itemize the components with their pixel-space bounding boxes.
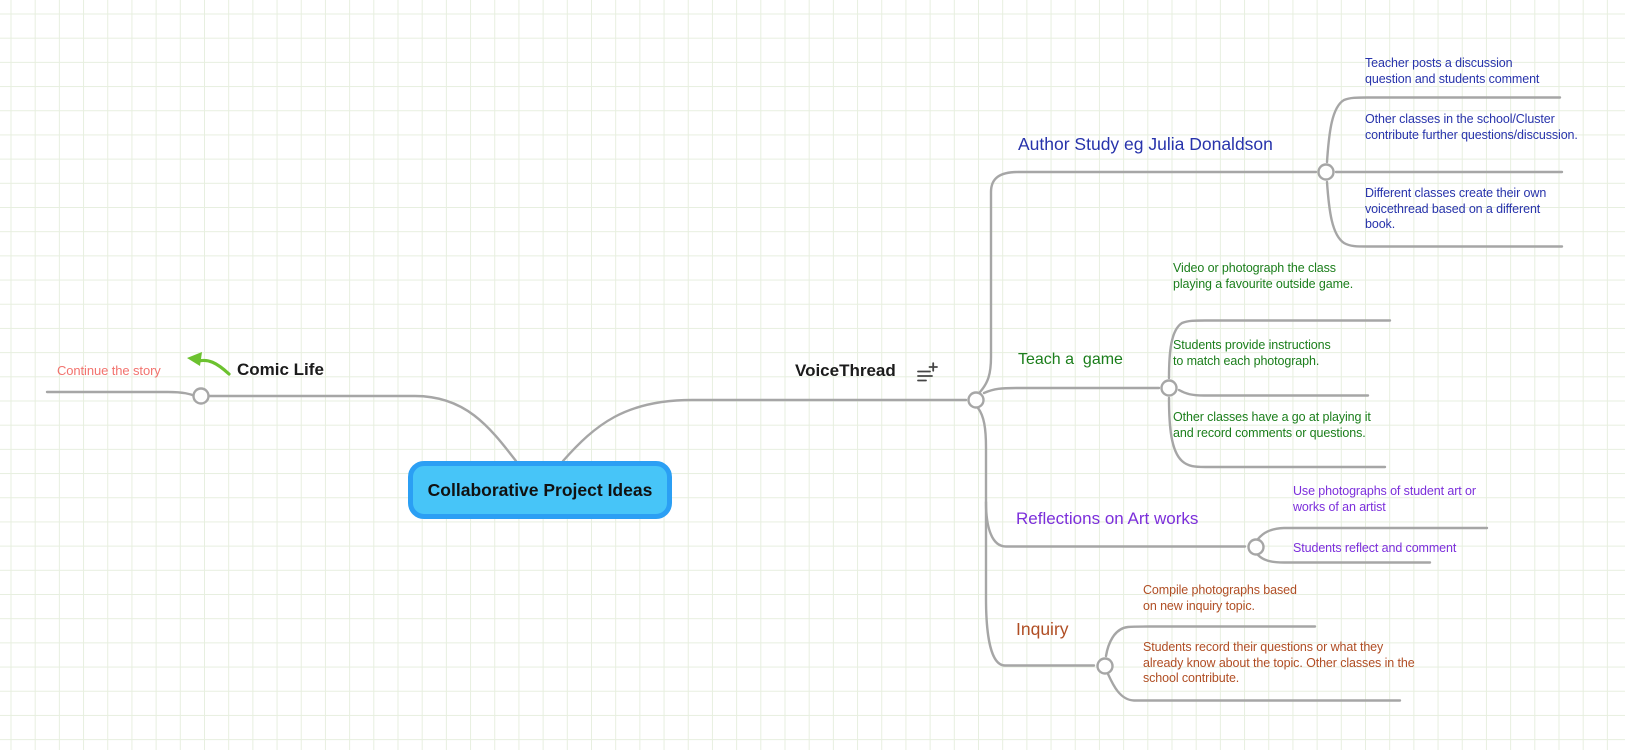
connector-author-study — [978, 170, 1318, 394]
connector-author-note-1 — [1325, 96, 1562, 164]
root-node-label: Collaborative Project Ideas — [427, 479, 653, 500]
node-handle-voicethread[interactable] — [967, 391, 985, 409]
connector-teach-note-2 — [1177, 388, 1370, 397]
node-handle-inquiry[interactable] — [1096, 657, 1114, 675]
node-author-note-3[interactable]: Different classes create their own voice… — [1365, 186, 1550, 232]
root-node-collaborative-project-ideas[interactable]: Collaborative Project Ideas — [408, 461, 672, 519]
connector-teach-a-game — [982, 386, 1161, 395]
connector-inquiry — [976, 406, 1096, 667]
node-voicethread[interactable]: VoiceThread — [795, 361, 896, 380]
connector-inquiry-note-1 — [1104, 625, 1317, 658]
node-handle-comic-life[interactable] — [192, 387, 210, 405]
node-handle-teach-a-game[interactable] — [1160, 379, 1178, 397]
curved-arrow-left-icon — [187, 352, 231, 376]
node-author-note-1[interactable]: Teacher posts a discussion question and … — [1365, 56, 1540, 86]
connector-voicethread — [561, 398, 968, 463]
connector-inquiry-note-2 — [1106, 672, 1402, 702]
connector-reflections — [984, 500, 1247, 548]
connector-reflect-note-2 — [1256, 553, 1432, 564]
node-reflect-note-2[interactable]: Students reflect and comment — [1293, 541, 1457, 555]
connector-continue-the-story — [45, 390, 197, 398]
node-author-study[interactable]: Author Study eg Julia Donaldson — [1018, 134, 1273, 154]
node-author-note-2[interactable]: Other classes in the school/Cluster cont… — [1365, 112, 1578, 142]
node-inquiry-note-2[interactable]: Students record their questions or what … — [1143, 640, 1418, 686]
node-teach-note-2[interactable]: Students provide instructions to match e… — [1173, 338, 1334, 368]
node-reflect-note-1[interactable]: Use photographs of student art or works … — [1293, 484, 1480, 514]
node-handle-reflections[interactable] — [1247, 538, 1265, 556]
node-handle-author-study[interactable] — [1317, 163, 1335, 181]
node-teach-a-game[interactable]: Teach a game — [1018, 351, 1123, 368]
connector-author-note-3 — [1325, 180, 1564, 248]
playlist-add-notes-icon[interactable] — [917, 362, 938, 382]
connector-reflect-note-1 — [1256, 526, 1489, 541]
node-reflections-on-art-works[interactable]: Reflections on Art works — [1016, 509, 1199, 528]
node-teach-note-3[interactable]: Other classes have a go at playing it an… — [1173, 410, 1375, 440]
connector-comic-life — [207, 394, 518, 463]
node-inquiry[interactable]: Inquiry — [1016, 619, 1069, 639]
connector-teach-note-3 — [1167, 396, 1387, 469]
connector-teach-note-1 — [1167, 319, 1392, 380]
node-inquiry-note-1[interactable]: Compile photographs based on new inquiry… — [1143, 583, 1301, 613]
node-continue-the-story[interactable]: Continue the story — [57, 363, 161, 378]
node-comic-life[interactable]: Comic Life — [237, 360, 324, 379]
node-teach-note-1[interactable]: Video or photograph the class playing a … — [1173, 261, 1354, 291]
